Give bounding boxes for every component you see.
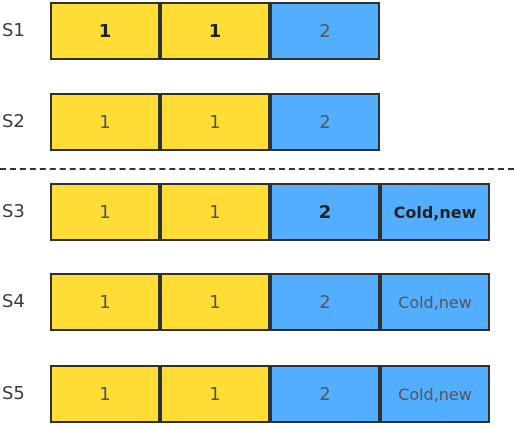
s5-cell-4: Cold,new [380, 365, 490, 423]
s3-cell-2: 1 [160, 183, 270, 241]
row-label-s2: S2 [2, 111, 25, 132]
s2-cell-2: 1 [160, 93, 270, 151]
s4-cell-2: 1 [160, 273, 270, 331]
s4-cell-1: 1 [50, 273, 160, 331]
s3-cell-4: Cold,new [380, 183, 490, 241]
row-label-s1: S1 [2, 20, 25, 41]
s4-cell-3: 2 [270, 273, 380, 331]
row-label-s3: S3 [2, 201, 25, 222]
s2-cell-1: 1 [50, 93, 160, 151]
s4-cell-4: Cold,new [380, 273, 490, 331]
s5-cell-1: 1 [50, 365, 160, 423]
s1-cell-2: 1 [160, 2, 270, 60]
s5-cell-3: 2 [270, 365, 380, 423]
dashed-divider [0, 168, 514, 170]
s1-cell-3: 2 [270, 2, 380, 60]
s3-cell-3: 2 [270, 183, 380, 241]
s2-cell-3: 2 [270, 93, 380, 151]
s5-cell-2: 1 [160, 365, 270, 423]
row-label-s5: S5 [2, 383, 25, 404]
row-label-s4: S4 [2, 291, 25, 312]
s1-cell-1: 1 [50, 2, 160, 60]
s3-cell-1: 1 [50, 183, 160, 241]
